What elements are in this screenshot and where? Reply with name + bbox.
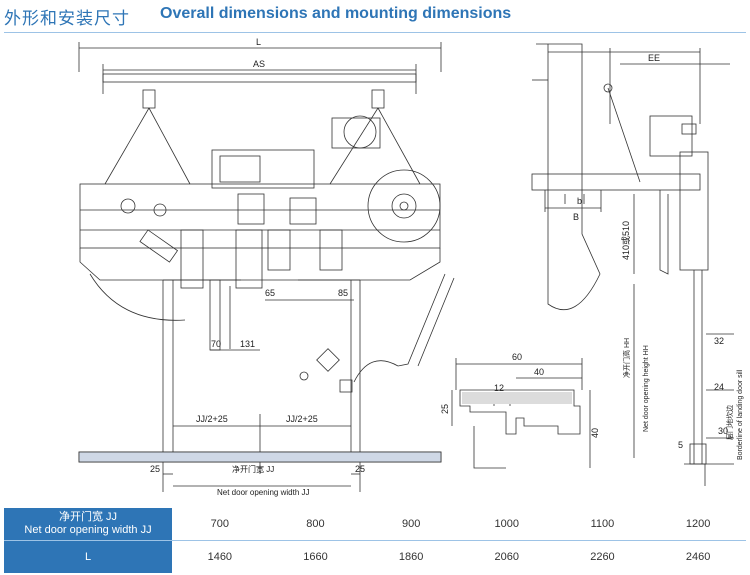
dim-label-40-top: 40 (534, 367, 544, 377)
dim-label-30: 30 (718, 426, 728, 436)
dim-label-5: 5 (678, 440, 683, 450)
dim-label-65: 65 (265, 288, 275, 298)
table-cell: 800 (267, 508, 364, 541)
sill-label-cn: 层门地坎边 (725, 405, 734, 440)
table-cell: 900 (363, 508, 459, 541)
dim-label-85: 85 (338, 288, 348, 298)
dim-label-half-left: JJ/2+25 (196, 414, 228, 424)
dim-label-AS: AS (253, 59, 265, 69)
dim-label-32: 32 (714, 336, 724, 346)
table-cell: 1660 (303, 551, 328, 563)
table-cell: 1100 (554, 508, 651, 541)
dim-label-L: L (256, 37, 261, 47)
table-cell: 1200 (650, 508, 746, 541)
dim-label-131: 131 (240, 339, 255, 349)
table-row-length: L 1460 1660 1860 2060 2260 2460 (4, 540, 746, 573)
dim-label-EE: EE (648, 53, 660, 63)
technical-drawing: L AS 70 131 65 85 JJ/2+25 JJ/2+25 25 25 … (78, 37, 744, 497)
table-cell: 2060 (494, 551, 520, 563)
dim-label-half-right: JJ/2+25 (286, 414, 318, 424)
table-cell: 1460 (207, 551, 233, 563)
dim-label-410: 410或510 (620, 221, 631, 260)
sill-section-view (451, 358, 591, 469)
dim-label-25-section: 25 (440, 404, 450, 414)
table-cell: 2260 (590, 551, 615, 563)
height-label-en: Net door opening height HH (643, 345, 650, 432)
dim-label-b: b (577, 196, 582, 206)
dim-label-25-left: 25 (150, 464, 160, 474)
title-english: Overall dimensions and mounting dimensio… (160, 5, 512, 22)
header-divider (4, 32, 746, 33)
table-row-opening-width: 净开门宽 JJ Net door opening width JJ 700 80… (4, 508, 746, 541)
front-view (78, 42, 455, 492)
side-view (531, 43, 734, 486)
table-cell: 700 (172, 508, 268, 541)
sill-profile-fill (462, 392, 572, 404)
net-width-label-cn: 净开门宽 JJ (232, 464, 274, 474)
row-header-cn: 净开门宽 JJ (58, 511, 118, 523)
dim-label-B: B (573, 212, 579, 222)
row-header-L: L (4, 540, 172, 573)
dim-label-24: 24 (714, 382, 724, 392)
dim-label-40-side: 40 (590, 428, 600, 438)
header: 外形和安装尺寸 Overall dimensions and mounting … (0, 0, 750, 34)
title-chinese: 外形和安装尺寸 (4, 9, 130, 28)
dim-label-12: 12 (494, 383, 504, 393)
height-label-cn: 净开门高 HH (622, 338, 631, 378)
dim-label-25-right: 25 (355, 464, 365, 474)
spec-table: 净开门宽 JJ Net door opening width JJ 700 80… (4, 508, 746, 573)
dim-label-60: 60 (512, 352, 522, 362)
landing-sill (78, 451, 442, 463)
table-cell: 1000 (458, 508, 555, 541)
dim-label-70: 70 (211, 339, 221, 349)
net-width-label-en: Net door opening width JJ (217, 488, 310, 497)
sill-label-en: Borderline of landing door sill (737, 369, 744, 460)
row-header-opening-width: 净开门宽 JJ Net door opening width JJ (4, 508, 172, 541)
table-cell: 2460 (685, 551, 711, 563)
row-header-en: Net door opening width JJ (24, 524, 152, 536)
table-cell: 1860 (398, 551, 424, 563)
